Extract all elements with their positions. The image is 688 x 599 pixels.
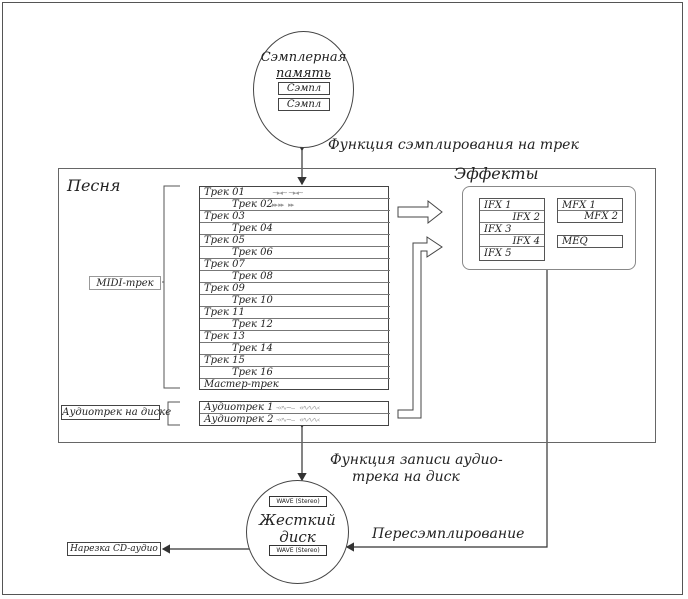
- track-list: Трек 01~▸◂~ ~▸◂~ Трек 02▸▸ ▸▸ ▸▸ Трек 03…: [199, 186, 390, 390]
- ifx-1: IFX 1: [480, 200, 544, 211]
- midi-bracket: [163, 185, 180, 389]
- ifx-3: IFX 3: [480, 224, 544, 235]
- audio-bracket: [167, 401, 180, 426]
- track-row: Трек 03: [200, 211, 390, 223]
- song-frame: [58, 168, 656, 443]
- track-row: Трек 07: [200, 259, 390, 271]
- sampler-title-1: Сэмплерная: [260, 50, 347, 65]
- track-row: Трек 04: [200, 223, 390, 235]
- track-row: Трек 11: [200, 307, 390, 319]
- hard-disk-circle: WAVE (Stereo) Жесткий диск WAVE (Stereo): [246, 480, 349, 584]
- midi-track-label: MIDI-трек: [89, 276, 161, 290]
- sampling-function-label: Функция сэмплирования на трек: [328, 137, 579, 153]
- sample-box-1: Сэмпл: [278, 82, 330, 95]
- resampling-label: Пересэмплирование: [372, 526, 525, 542]
- disk-title-1: Жесткий: [259, 511, 336, 529]
- meq: MEQ: [562, 236, 588, 247]
- effects-label: Эффекты: [454, 164, 539, 183]
- audio-track-list: Аудиотрек 1-‹‹∿~‒ ‹‹∿∿∿‹ Аудиотрек 2-‹‹∿…: [199, 401, 390, 426]
- mfx-box: MFX 1 MFX 2: [557, 198, 623, 223]
- audio-track-row: Аудиотрек 1-‹‹∿~‒ ‹‹∿∿∿‹: [200, 402, 390, 414]
- diagram-frame: [2, 2, 683, 595]
- disk-title-2: диск: [279, 528, 316, 546]
- mfx-2: MFX 2: [584, 211, 618, 222]
- ifx-2: IFX 2: [480, 212, 544, 223]
- track-row: Трек 01~▸◂~ ~▸◂~: [200, 187, 390, 199]
- hollow-arrow-midi: [397, 199, 443, 225]
- sampler-title-2: память: [276, 66, 331, 81]
- song-label: Песня: [67, 176, 121, 195]
- track-row: Трек 14: [200, 343, 390, 355]
- resampling-line: [345, 270, 548, 552]
- ifx-4: IFX 4: [480, 236, 544, 247]
- audio-record-label-2: трека на диск: [352, 469, 460, 485]
- meq-box: MEQ: [557, 235, 623, 248]
- cd-burn-label: Нарезка CD-аудио: [67, 542, 161, 556]
- master-track-row: Мастер-трек: [204, 379, 279, 390]
- sampler-memory-circle: Сэмплерная память Сэмпл Сэмпл: [253, 31, 354, 148]
- wave-file-2: WAVE (Stereo): [269, 545, 327, 556]
- ifx-box: IFX 1 IFX 2 IFX 3 IFX 4 IFX 5: [479, 198, 545, 261]
- track-row: Трек 09: [200, 283, 390, 295]
- track-row: Трек 05: [200, 235, 390, 247]
- track-row: Трек 13: [200, 331, 390, 343]
- track-row: Трек 12: [200, 319, 390, 331]
- mfx-1: MFX 1: [558, 200, 622, 211]
- track-row: Трек 15: [200, 355, 390, 367]
- track-row: Трек 08: [200, 271, 390, 283]
- audio-track-row: Аудиотрек 2-‹‹∿~‒ ‹‹∿∿∿‹: [204, 414, 320, 425]
- audio-on-disk-label: Аудиотрек на диске: [61, 405, 172, 420]
- wave-file-1: WAVE (Stereo): [269, 496, 327, 507]
- track-row: Трек 06: [200, 247, 390, 259]
- track-row: Трек 10: [200, 295, 390, 307]
- track-row: Трек 16: [200, 367, 390, 379]
- ifx-5: IFX 5: [484, 248, 512, 259]
- hollow-arrow-audio: [397, 236, 443, 419]
- track-row: Трек 02▸▸ ▸▸ ▸▸: [200, 199, 390, 211]
- audio-record-label-1: Функция записи аудио-: [330, 452, 503, 468]
- sample-box-2: Сэмпл: [278, 98, 330, 111]
